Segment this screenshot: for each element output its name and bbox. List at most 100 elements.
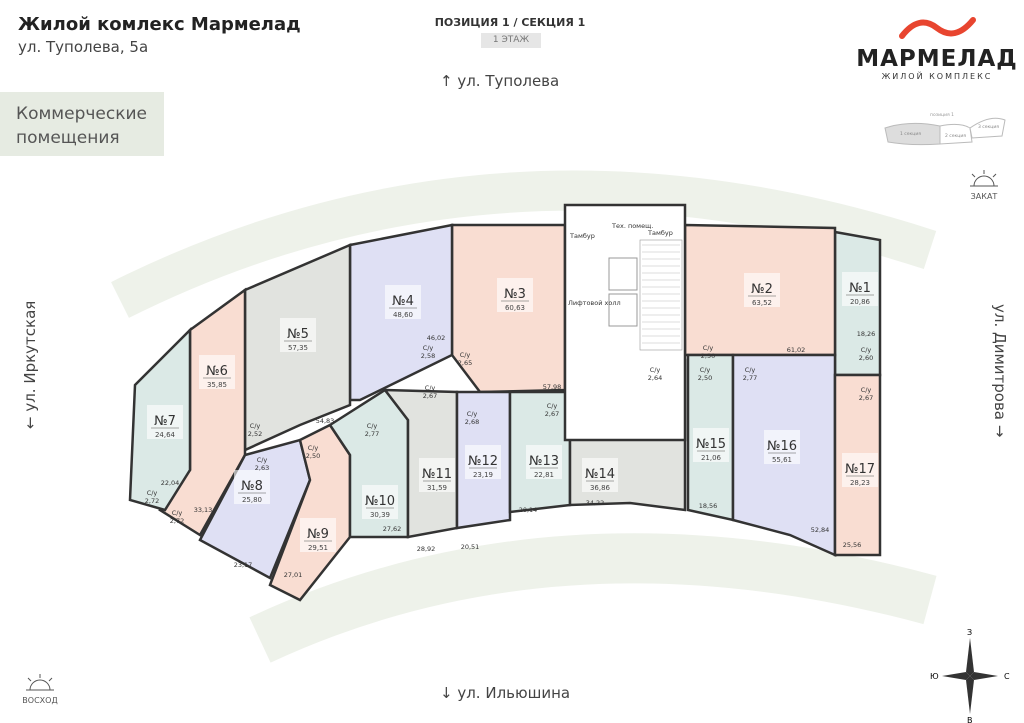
room-label: №15 21,06: [693, 428, 729, 462]
dimension-label: 22,04: [161, 479, 180, 487]
wc-area: 2,67: [423, 392, 437, 400]
wc-label: С/у: [650, 366, 661, 374]
wc-area: 2,63: [255, 464, 269, 472]
dimension-label: 54,83: [316, 417, 335, 425]
room-area: 36,86: [590, 484, 611, 492]
wc-label: С/у: [257, 456, 268, 464]
logo-subtitle: ЖИЛОЙ КОМПЛЕКС: [881, 72, 993, 81]
compass-top: З: [967, 628, 973, 637]
room-number: №4: [392, 294, 414, 309]
landscape-bottom: [249, 533, 937, 663]
wc-area: 2,60: [859, 354, 873, 362]
dimension-label: 20,51: [461, 543, 480, 551]
room-area: 35,85: [207, 381, 227, 389]
wc-label: С/у: [423, 344, 434, 352]
compass-rose-icon: [942, 638, 998, 714]
wc-area: 2,67: [859, 394, 873, 402]
elevator-2: [608, 293, 638, 327]
room-label: №4 48,60: [385, 285, 421, 319]
room-area: 21,06: [701, 454, 722, 462]
complex-title: Жилой комлекс Мармелад: [18, 14, 301, 35]
core-label: Лифтовой холл: [568, 299, 621, 307]
room-label: №6 35,85: [199, 355, 235, 389]
wc-label: С/у: [425, 384, 436, 392]
room-number: №9: [307, 527, 329, 542]
room-area: 57,35: [288, 344, 308, 352]
floor-badge: 1 ЭТАЖ: [481, 33, 541, 48]
room-label: №8 25,80: [234, 470, 270, 504]
dimension-label: 61,02: [787, 346, 806, 354]
key-section-3: 3 секция: [978, 124, 999, 130]
logo: МАРМЕЛАД ЖИЛОЙ КОМПЛЕКС: [850, 12, 1024, 81]
compass-bottom: В: [967, 716, 973, 723]
dimension-label: 23,17: [234, 561, 253, 569]
compass-right: С: [1004, 672, 1010, 681]
dimension-label: 52,84: [811, 526, 830, 534]
dimension-label: 25,56: [843, 541, 862, 549]
room-area: 20,86: [850, 298, 871, 306]
room-label: №9 29,51: [300, 518, 336, 552]
street-right-label: ул. Димитрова: [991, 304, 1009, 421]
key-section-1: 1 секция: [900, 131, 921, 137]
wc-label: С/у: [250, 422, 261, 430]
room-number: №10: [365, 494, 395, 509]
room-area: 60,63: [505, 304, 525, 312]
dimension-label: 33,13: [194, 506, 213, 514]
sunrise-label: ВОСХОД: [22, 696, 58, 705]
room-number: №8: [241, 479, 263, 494]
dimension-label: 46,02: [427, 334, 446, 342]
room-area: 30,39: [370, 511, 390, 519]
key-plan-label: позиция 1: [930, 112, 954, 118]
position-section: ПОЗИЦИЯ 1 / СЕКЦИЯ 1: [434, 16, 586, 29]
wc-area: 2,65: [458, 359, 472, 367]
room-number: №11: [422, 467, 452, 482]
room-number: №6: [206, 364, 228, 379]
wc-label: С/у: [147, 489, 158, 497]
key-plan: позиция 1 1 секция 2 секция 3 секция: [884, 112, 1006, 146]
dimension-label: 18,26: [857, 330, 876, 338]
wc-label: С/у: [172, 509, 183, 517]
core-label: Тамбур: [647, 229, 673, 237]
room-area: 22,81: [534, 471, 554, 479]
street-right: ул. Димитрова →: [991, 304, 1009, 438]
dimension-label: 18,56: [699, 502, 718, 510]
wc-label: С/у: [308, 444, 319, 452]
room-number: №1: [849, 281, 871, 296]
room-number: №7: [154, 414, 176, 429]
street-top: ↑ ул. Туполева: [440, 72, 560, 90]
address: ул. Туполева, 5а: [18, 38, 149, 56]
room-number: №15: [696, 437, 726, 452]
sunrise-icon: [26, 674, 54, 691]
landscape-top: [111, 170, 937, 318]
wc-area: 2,64: [648, 374, 662, 382]
dimension-label: 20,14: [519, 506, 538, 514]
wc-label: С/у: [861, 346, 872, 354]
category-label: Коммерческие помещения: [0, 92, 164, 156]
room-area: 29,51: [308, 544, 328, 552]
wc-area: 2,67: [545, 410, 559, 418]
room-number: №3: [504, 287, 526, 302]
wc-label: С/у: [703, 344, 714, 352]
dimension-label: 27,01: [284, 571, 303, 579]
wc-area: 2,72: [145, 497, 159, 505]
room-area: 24,64: [155, 431, 176, 439]
room-area: 25,80: [242, 496, 262, 504]
logo-wave-icon: [899, 17, 976, 39]
wc-label: С/у: [460, 351, 471, 359]
room-area: 48,60: [393, 311, 413, 319]
wc-area: 2,77: [743, 374, 757, 382]
dimension-label: 28,92: [417, 545, 436, 553]
room-label: №10 30,39: [362, 485, 398, 519]
logo-name: МАРМЕЛАД: [856, 46, 1018, 72]
room-number: №17: [845, 462, 875, 477]
sunset-label: ЗАКАТ: [970, 192, 998, 201]
wc-label: С/у: [861, 386, 872, 394]
